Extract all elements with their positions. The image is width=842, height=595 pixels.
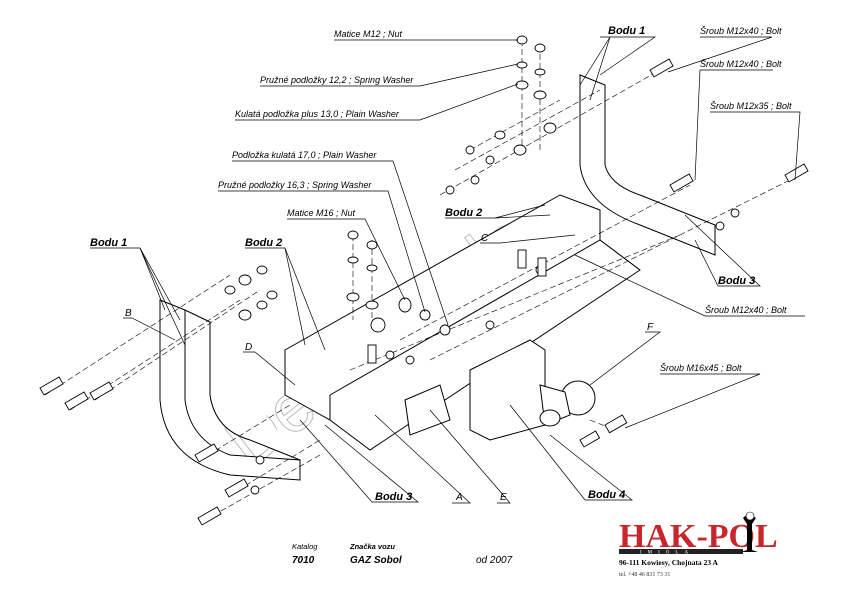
point-bodu1-top: Bodu 1 [608, 25, 645, 37]
part-letter-F: F [647, 322, 654, 333]
bolt-axes [44, 40, 801, 521]
ball-mount-plate [404, 339, 546, 441]
point-bodu2-left: Bodu 2 [245, 237, 282, 249]
left-bracket [159, 299, 301, 481]
label-bolt-m12x35: Šroub M12x35 ; Bolt [710, 101, 792, 111]
point-bodu4: Bodu 4 [588, 489, 625, 501]
fasteners [39, 35, 809, 526]
part-letter-A: A [455, 492, 463, 503]
brand-address: 96-111 Kowiesy, Chojnata 23 A [619, 558, 719, 567]
right-bracket [579, 74, 716, 256]
label-spring-washer-12: Pružné podložky 12,2 ; Spring Washer [260, 75, 414, 85]
brand-tel: tel. +48 46 831 73 31 [619, 572, 670, 578]
label-plain-washer-13: Kulatá podložka plus 13,0 ; Plain Washer [235, 109, 400, 119]
label-nut-m12: Matice M12 ; Nut [334, 29, 403, 39]
point-bodu3-bottom: Bodu 3 [375, 491, 412, 503]
label-bolt-m12x40-b: Šroub M12x40 ; Bolt [700, 59, 782, 69]
point-bodu1-left: Bodu 1 [90, 237, 127, 249]
label-plain-washer-17: Podložka kulatá 17,0 ; Plain Washer [232, 150, 377, 160]
label-bolt-m16x45: Šroub M16x45 ; Bolt [660, 363, 742, 373]
vehicle-value: GAZ Sobol [350, 555, 402, 566]
part-letter-B: B [125, 308, 132, 319]
tow-ball-F [539, 380, 596, 427]
point-bodu2-top: Bodu 2 [445, 207, 482, 219]
part-letter-D: D [245, 342, 252, 353]
part-letter-C: C [481, 233, 489, 244]
catalog-label: Katalog [292, 542, 318, 551]
leader-lines [90, 36, 805, 504]
tow-hook-icon [741, 515, 758, 552]
part-letter-E: E [500, 492, 507, 503]
point-bodu3-right: Bodu 3 [718, 275, 755, 287]
brand-sub: IMIOLA [640, 551, 694, 556]
vehicle-label: Značka vozu [349, 542, 395, 551]
catalog-value: 7010 [292, 555, 315, 566]
label-spring-washer-16: Pružné podložky 16,3 ; Spring Washer [218, 180, 372, 190]
label-bolt-m12x40-c: Šroub M12x40 ; Bolt [705, 305, 787, 315]
hak-pol-logo: HAK-POL IMIOLA 96-111 Kowiesy, Chojnata … [619, 511, 778, 578]
vehicle-year: od 2007 [476, 555, 513, 566]
label-bolt-m12x40-a: Šroub M12x40 ; Bolt [700, 26, 782, 36]
label-nut-m16: Matice M16 ; Nut [287, 208, 356, 218]
